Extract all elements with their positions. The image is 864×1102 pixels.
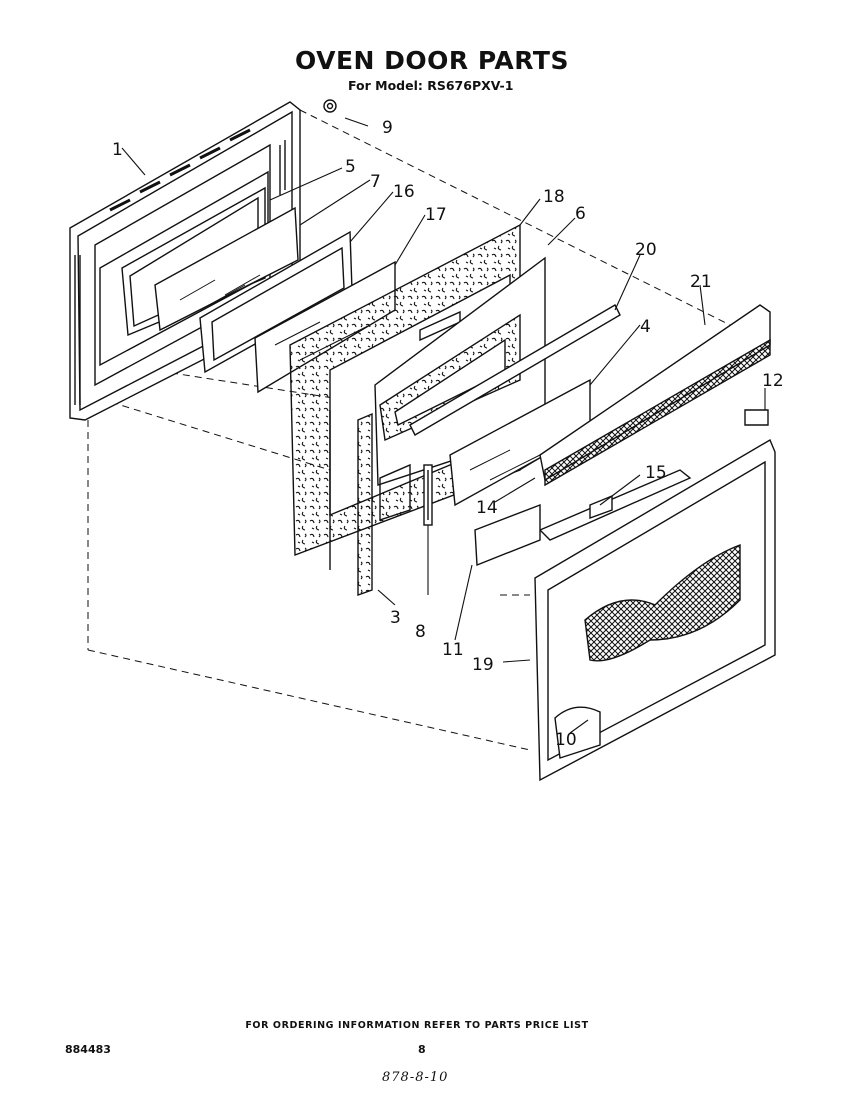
callout-7: 7 — [370, 172, 381, 192]
callout-6: 6 — [575, 204, 586, 224]
callout-21: 21 — [690, 272, 712, 292]
callout-19: 19 — [472, 655, 494, 675]
model-subtitle: For Model: RS676PXV-1 — [348, 78, 514, 93]
callout-12: 12 — [762, 371, 784, 391]
callout-16: 16 — [393, 182, 415, 202]
handle-parts-14-15 — [538, 469, 692, 541]
brace-part-20 — [409, 304, 621, 436]
callout-1: 1 — [112, 140, 123, 160]
top-trim-part-21 — [539, 304, 771, 487]
callout-4: 4 — [640, 317, 651, 337]
page-title: OVEN DOOR PARTS — [295, 46, 569, 75]
screw-part-9 — [323, 99, 337, 113]
handwritten-note: 878-8-10 — [382, 1070, 449, 1085]
callout-17: 17 — [425, 205, 447, 225]
leader-lines — [121, 117, 766, 734]
callout-20: 20 — [635, 240, 657, 260]
end-cap-part-12 — [744, 409, 769, 426]
callout-3: 3 — [390, 608, 401, 628]
strip-part-11 — [474, 503, 541, 567]
hinge-part-8 — [423, 464, 433, 526]
side-channel-part-3 — [329, 410, 373, 596]
callout-5: 5 — [345, 157, 356, 177]
callout-14: 14 — [476, 498, 498, 518]
glass-panel-part-7 — [154, 206, 299, 332]
callout-18: 18 — [543, 187, 565, 207]
callout-9: 9 — [382, 118, 393, 138]
callout-10: 10 — [555, 730, 577, 750]
document-number: 884483 — [65, 1043, 111, 1056]
page-number: 8 — [418, 1043, 426, 1056]
callout-11: 11 — [442, 640, 464, 660]
callout-8: 8 — [415, 622, 426, 642]
callout-15: 15 — [645, 463, 667, 483]
ordering-note: FOR ORDERING INFORMATION REFER TO PARTS … — [245, 1020, 589, 1031]
outer-door-panel-part-19 — [534, 438, 776, 782]
